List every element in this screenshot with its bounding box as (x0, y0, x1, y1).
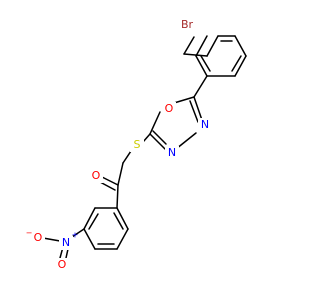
nitro-nitrogen-charge-label: + (72, 231, 79, 240)
nitrophenyl-ring (83, 184, 129, 250)
oxadiazole-nitrogen-bottom-label: N (168, 146, 176, 159)
bromine-atom-label: Br (181, 18, 194, 31)
bond-c-n (149, 133, 166, 150)
bond (83, 207, 96, 230)
bond (116, 228, 129, 250)
oxadiazole-nitrogen-top-label: N (201, 118, 209, 131)
bond (195, 35, 208, 57)
bond-c-o-double-second (99, 181, 116, 191)
sulfur-atom-label: S (134, 138, 141, 151)
bond (195, 55, 208, 77)
bond (116, 207, 129, 230)
bond-n-o-bottom-double (65, 248, 69, 259)
nitro-oxygen-bottom-label: O (58, 258, 67, 271)
bond (83, 228, 96, 250)
bond-double-inner (113, 212, 124, 230)
bond-double-inner (88, 213, 99, 230)
bond-c-s (142, 133, 151, 143)
bond-double-inner (152, 130, 167, 145)
carbonyl-oxygen-label: O (92, 169, 101, 182)
bond-ch2-co (117, 162, 124, 186)
oxadiazole-oxygen-label: O (165, 102, 174, 115)
bond (234, 35, 247, 57)
bond-c-o (173, 96, 195, 104)
bond-double-inner (189, 100, 199, 123)
bond (234, 55, 247, 77)
bond-co-aryl (116, 184, 119, 209)
bond-c-o-double (101, 176, 119, 186)
nitro-oxygen-left-label: O (34, 231, 43, 244)
nitro-oxygen-charge-label: − (26, 229, 33, 238)
bond-c-br (183, 36, 195, 55)
bromophenyl-ring (183, 35, 247, 77)
molecule-diagram: Br O N N S O N + O − O (25, 18, 247, 272)
bond (183, 53, 208, 57)
bond-n-o-left (42, 237, 61, 242)
molecule-structure: Br O N N S O N + O − O (26, 18, 247, 272)
bond-double-inner (200, 55, 211, 72)
bond-double-inner (231, 55, 242, 72)
oxadiazole-ring (149, 96, 204, 150)
bond-o-c (149, 111, 161, 135)
bond (206, 35, 219, 57)
nitro-nitrogen-label: N (62, 236, 70, 249)
bond-n-n (175, 132, 197, 150)
bond-aryl-oxadiazole (193, 75, 208, 98)
